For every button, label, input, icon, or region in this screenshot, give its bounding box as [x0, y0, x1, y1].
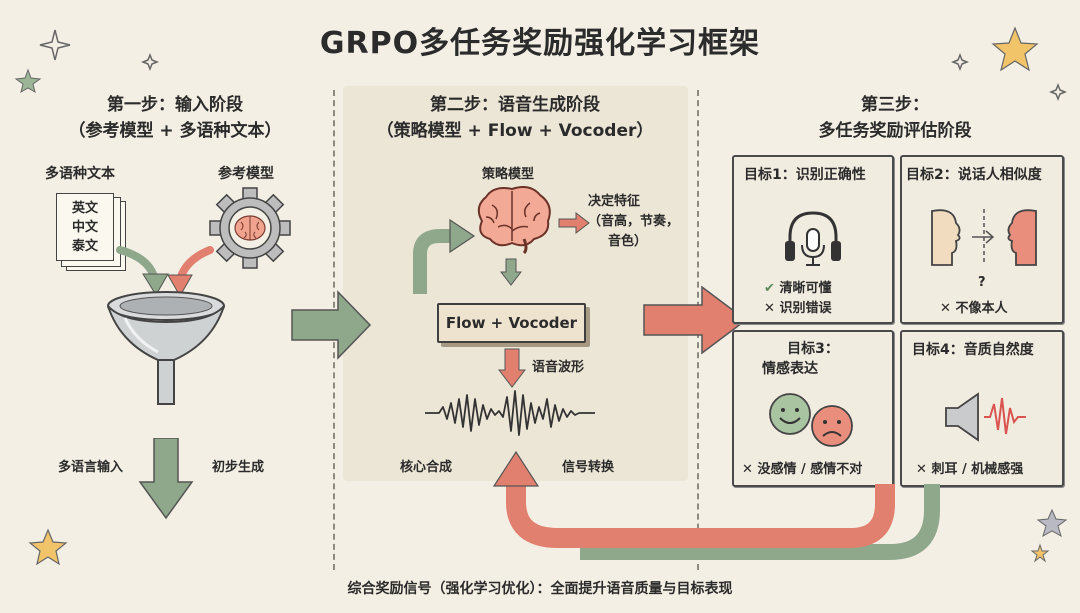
cross-icon: ✕ [764, 301, 775, 316]
goal1-title: 目标1：识别正确性 [744, 167, 866, 183]
step2-title: 第二步：语音生成阶段 （策略模型 + Flow + Vocoder） [345, 92, 685, 144]
goal2-card: 目标2：说话人相似度 ? ✕ 不像本人 [900, 155, 1064, 324]
speaker-icon [945, 392, 1026, 442]
decide-line3: 音色） [608, 234, 648, 249]
green-down-arrow [500, 258, 522, 286]
goal4-card: 目标4：音质自然度 ✕ 刺耳 / 机械感强 [900, 330, 1064, 487]
funnel-icon [107, 291, 225, 405]
goal3-title-line2: 情感表达 [762, 361, 818, 377]
step3-title-line2: 多任务奖励评估阶段 [818, 121, 972, 141]
page-title: GRPO多任务奖励强化学习框架 [319, 26, 761, 61]
doc-line-chinese: 中文 [71, 220, 98, 235]
cross-icon: ✕ [916, 462, 927, 477]
goal3-card: 目标3： 情感表达 ✕ 没感情 / 感情不对 [732, 330, 894, 487]
green-up-curve-arrow [413, 218, 476, 294]
star-icon [1030, 543, 1050, 563]
goal4-bad-text: 刺耳 / 机械感强 [931, 462, 1024, 477]
goal2-mark: ? [978, 275, 986, 290]
step3-title-line1: 第三步： [861, 95, 929, 115]
red-feedback-path [506, 484, 895, 548]
goal2-bad: ✕ 不像本人 [940, 297, 1007, 316]
decide-features: 决定特征 （音高，节奏， 音色） [588, 192, 679, 252]
face-compare-icon [931, 209, 1037, 266]
goal4-title: 目标4：音质自然度 [912, 342, 1034, 358]
cross-icon: ✕ [742, 462, 753, 477]
goal1-good-text: 清晰可懂 [779, 281, 832, 296]
red-down-arrow [498, 348, 526, 388]
gear-brain-icon [209, 187, 291, 269]
goal3-title-line1: 目标3： [787, 341, 839, 357]
green-feedback-path [580, 484, 940, 560]
star-icon [991, 26, 1039, 72]
decide-line1: 决定特征 [588, 194, 641, 209]
check-icon: ✔ [764, 281, 775, 296]
multilang-input-label: 多语言输入 [58, 460, 124, 475]
ref-model-label: 参考模型 [218, 166, 274, 182]
signal-convert-label: 信号转换 [562, 460, 615, 475]
waveform-label: 语音波形 [532, 360, 585, 375]
arrow-step1-to-step2 [291, 290, 372, 360]
step1-title-line1: 第一步：输入阶段 [107, 95, 243, 115]
goal2-title: 目标2：说话人相似度 [906, 167, 1042, 183]
waveform-icon [425, 390, 595, 436]
step3-title: 第三步： 多任务奖励评估阶段 [735, 92, 1055, 144]
headphones-mic-icon [785, 211, 841, 266]
red-feedback-head [492, 450, 540, 487]
goal1-bad: ✕ 识别错误 [764, 297, 831, 316]
goal4-bad: ✕ 刺耳 / 机械感强 [916, 458, 1023, 477]
brain-icon [477, 186, 551, 255]
star-icon [14, 68, 42, 94]
goal1-card: 目标1：识别正确性 ✔ 清晰可懂 ✕ 识别错误 [732, 155, 894, 324]
input-arrows [116, 246, 214, 298]
initial-gen-label: 初步生成 [212, 460, 265, 475]
arrow-step2-to-step3 [643, 285, 748, 355]
goal1-good: ✔ 清晰可懂 [764, 277, 831, 296]
doc-line-english: 英文 [71, 201, 98, 216]
sparkle-icon [39, 29, 1068, 102]
goal2-bad-text: 不像本人 [955, 301, 1008, 316]
step1-title-line2: （参考模型 + 多语种文本） [68, 121, 282, 141]
down-arrow [138, 438, 194, 520]
decide-line2: （音高，节奏， [588, 214, 680, 229]
red-right-arrow [558, 212, 590, 234]
goal3-bad: ✕ 没感情 / 感情不对 [742, 458, 862, 477]
step2-title-line1: 第二步：语音生成阶段 [430, 95, 600, 115]
feedback-loop-arrow [492, 450, 940, 560]
policy-model-label: 策略模型 [482, 167, 535, 182]
step2-panel [343, 86, 688, 481]
goal3-bad-text: 没感情 / 感情不对 [757, 462, 863, 477]
step2-title-line2: （策略模型 + Flow + Vocoder） [376, 121, 654, 141]
document-icon: 英文 中文 泰文 [56, 193, 114, 261]
goal3-title: 目标3： 情感表达 [734, 339, 892, 379]
doc-line-thai: 泰文 [71, 239, 98, 254]
emotion-faces-icon [769, 393, 853, 447]
footer-caption: 综合奖励信号（强化学习优化）：全面提升语音质量与目标表现 [347, 581, 733, 597]
star-icon [1036, 508, 1068, 538]
core-synthesis-label: 核心合成 [400, 460, 453, 475]
goal1-bad-text: 识别错误 [779, 301, 832, 316]
cross-icon: ✕ [940, 301, 951, 316]
flow-vocoder-box: Flow + Vocoder [437, 303, 586, 343]
step1-title: 第一步：输入阶段 （参考模型 + 多语种文本） [25, 92, 325, 144]
text-input-label: 多语种文本 [45, 166, 115, 182]
star-icon [28, 528, 68, 566]
